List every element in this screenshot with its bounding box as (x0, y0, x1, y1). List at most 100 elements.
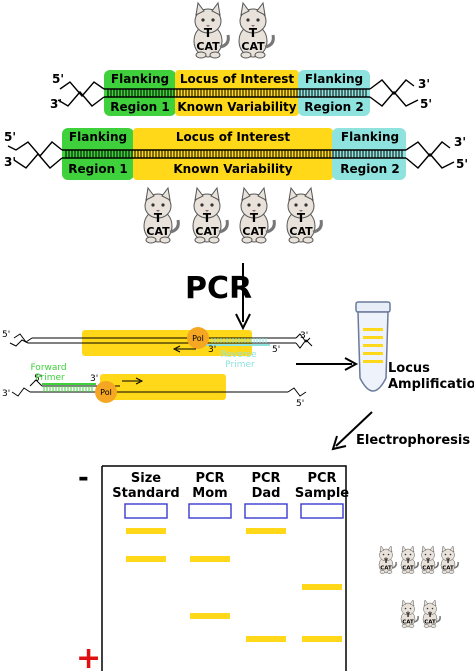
locus-amplification-line: Locus (388, 361, 430, 376)
cat-figure: T CAT (440, 545, 459, 575)
base-pair-rungs (107, 89, 367, 97)
forward-primer-line: Primer (35, 373, 65, 383)
polymerase (187, 327, 209, 349)
cat-word: CAT (146, 225, 170, 238)
reverse-primer-line: Primer (225, 360, 255, 370)
three-prime-label: 3' (300, 331, 308, 341)
cat-letter: T (250, 211, 259, 225)
gel-band (190, 556, 230, 562)
five-prime-label: 5' (34, 374, 42, 384)
gel-band (126, 556, 166, 562)
cats-side: T CAT T CAT T CAT T CAT T CAT T CAT (378, 545, 459, 629)
cat-word: CAT (424, 620, 436, 626)
cat-figure: T CAT (237, 1, 275, 60)
base-pair-rungs (65, 150, 403, 158)
cat-word: CAT (195, 225, 219, 238)
three-prime-label: 3' (208, 345, 216, 355)
cat-figure: T CAT (400, 599, 419, 629)
locus-label: Locus of Interest (176, 130, 291, 144)
locus-amplification-line: Amplification (388, 377, 474, 392)
cat-letter: T (297, 211, 306, 225)
pcr-tube (355, 301, 391, 392)
region-2-label: Region 2 (340, 162, 399, 176)
region-2-label: Region 2 (304, 100, 363, 114)
gel-well (124, 503, 168, 519)
tube-band (363, 360, 383, 363)
cat-letter: T (384, 558, 389, 565)
flanking-label: Flanking (341, 130, 399, 144)
tube-band (363, 352, 383, 355)
cat-figure: T CAT (400, 545, 419, 575)
dna-strand-bottom: 5' 3' 3' 5' Flanking Region 1 Locus of I… (4, 128, 468, 180)
cat-figure: T CAT (378, 545, 397, 575)
cat-letter: T (406, 612, 411, 619)
five-prime-label: 5' (52, 72, 64, 86)
pol-label: Pol (100, 388, 112, 397)
variability-label: Known Variability (177, 100, 296, 114)
cat-letter: T (204, 26, 213, 40)
cat-word: CAT (380, 566, 392, 572)
pcr-detail: Pol 5' 3' 3' 5' Reverse Primer Pol 3' 5'… (2, 327, 313, 409)
cat-figure: T CAT (142, 186, 180, 245)
cat-letter: T (446, 558, 451, 565)
five-prime-label: 5' (296, 399, 304, 409)
gel-band (246, 528, 286, 534)
lane-label-line: PCR (195, 471, 224, 486)
lane-label-line: Size (131, 471, 161, 486)
cat-letter: T (203, 211, 212, 225)
cat-word: CAT (402, 566, 414, 572)
electrophoresis-label: Electrophoresis (356, 433, 470, 448)
forward-primer (43, 386, 93, 392)
five-prime-label: 5' (2, 330, 10, 340)
gel-band (246, 636, 286, 642)
cats-top: T CAT T CAT (192, 1, 275, 60)
reverse-primer-label: Reverse Primer (220, 350, 259, 370)
cat-letter: T (426, 558, 431, 565)
cat-letter: T (249, 26, 258, 40)
three-prime-label: 3' (90, 374, 98, 384)
five-prime-label: 5' (420, 97, 432, 111)
three-prime-label: 3' (50, 97, 62, 111)
variability-label: Known Variability (173, 162, 292, 176)
pol-label: Pol (192, 334, 204, 343)
lane-label-line: Dad (252, 486, 281, 501)
cat-word: CAT (442, 566, 454, 572)
polymerase (95, 381, 117, 403)
locus-highlight (100, 374, 226, 400)
lane-label-line: Sample (295, 486, 349, 501)
lane-label-line: Mom (192, 486, 227, 501)
three-prime-label: 3' (4, 155, 16, 169)
cat-word: CAT (241, 40, 265, 53)
forward-primer-line: Forward (30, 363, 66, 373)
cat-word: CAT (289, 225, 313, 238)
gel-well (300, 503, 344, 519)
flanking-region-1 (62, 128, 134, 180)
flanking-label: Flanking (305, 72, 363, 86)
five-prime-label: 5' (4, 130, 16, 144)
cat-figure: T CAT (422, 599, 441, 629)
cat-figure: T CAT (238, 186, 276, 245)
cat-word: CAT (422, 566, 434, 572)
cat-figure: T CAT (285, 186, 323, 245)
tube-bands (363, 328, 383, 363)
region-1-label: Region 1 (110, 100, 169, 114)
cat-figure: T CAT (192, 1, 230, 60)
gel-band (190, 613, 230, 619)
gel-well (188, 503, 232, 519)
cat-letter: T (154, 211, 163, 225)
flanking-label: Flanking (69, 130, 127, 144)
plus-electrode: + (76, 641, 101, 671)
gel-band (302, 584, 342, 590)
reverse-primer-line: Reverse (220, 350, 257, 360)
region-1-label: Region 1 (68, 162, 127, 176)
minus-electrode: - (78, 463, 89, 493)
tube-band (363, 328, 383, 331)
tube-band (363, 344, 383, 347)
